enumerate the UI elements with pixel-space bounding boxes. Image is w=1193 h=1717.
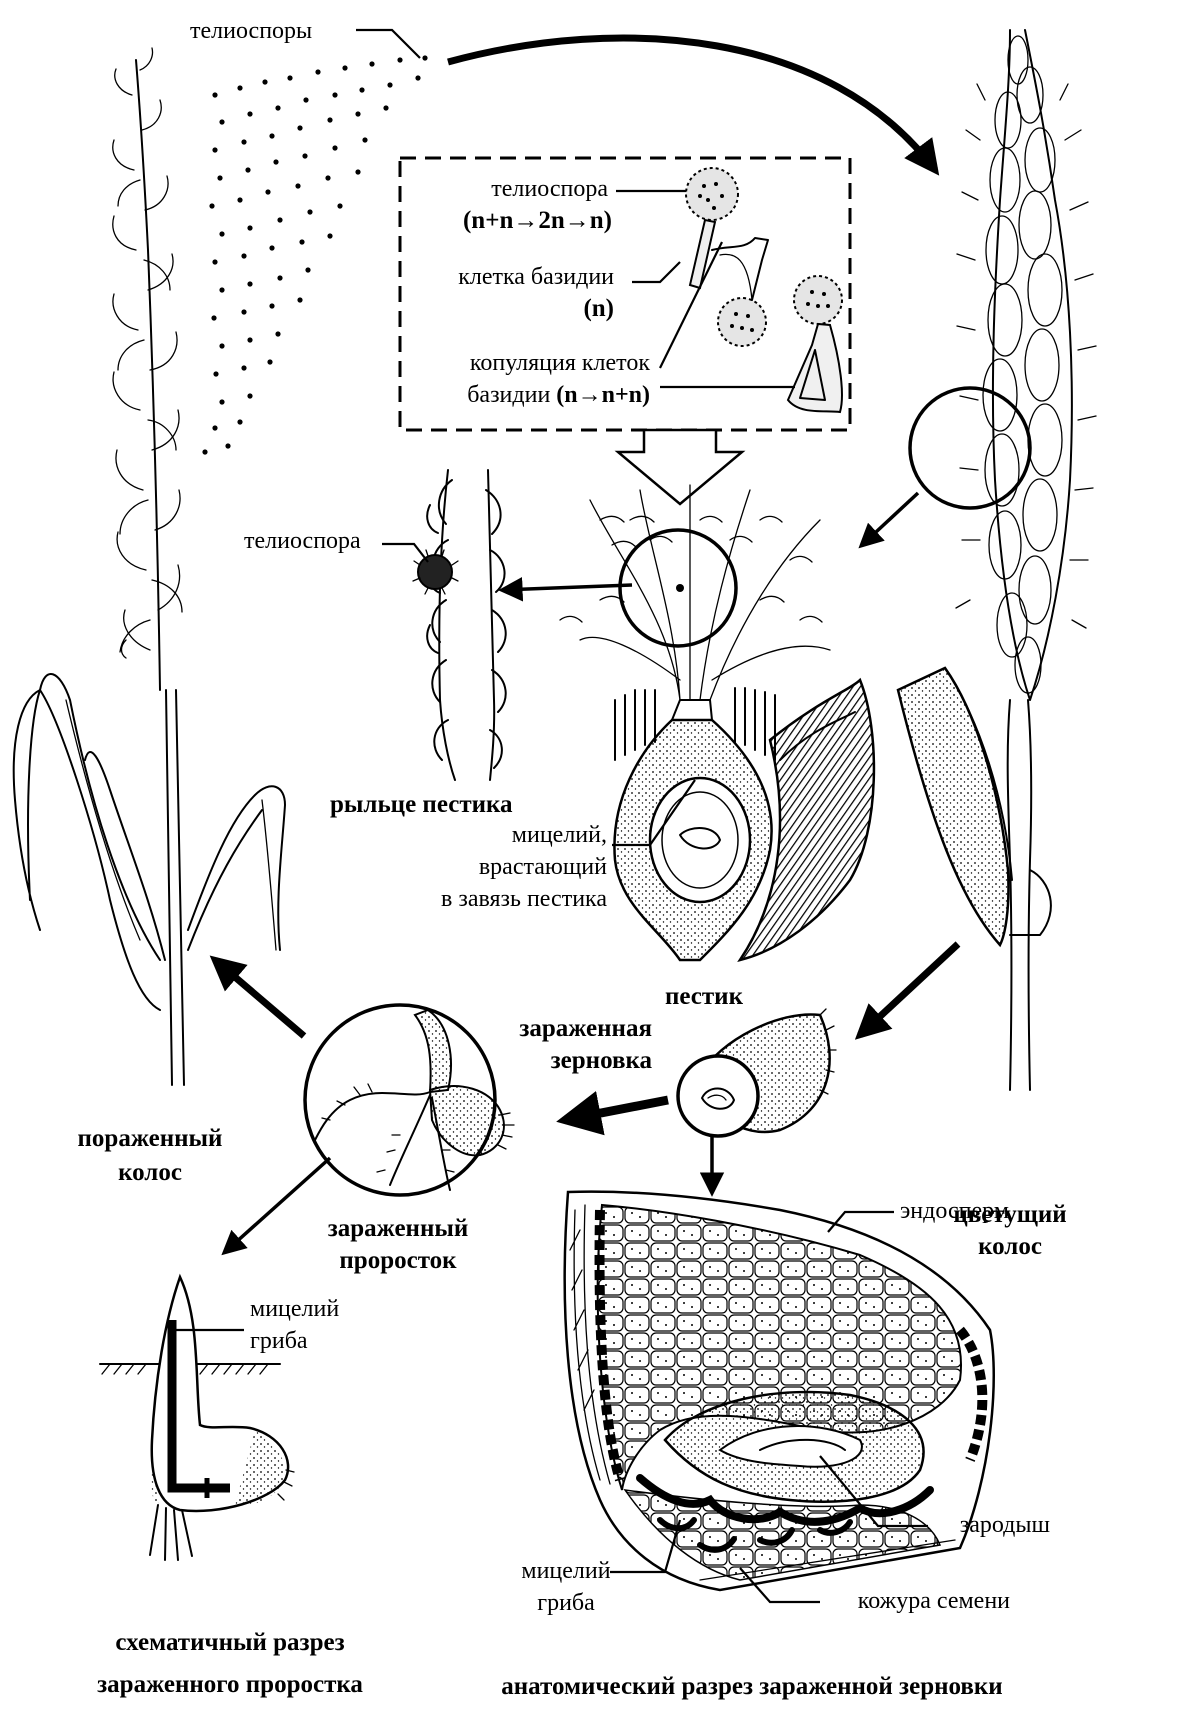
- affected-ear-plant: [14, 48, 285, 1085]
- ear-to-pistil-arrow: [862, 493, 918, 545]
- germination-inset: телиоспора (n+n→2n→n) клетка базидии (n)…: [400, 158, 850, 430]
- embryo-label: зародыш: [960, 1512, 1051, 1538]
- flowering-ear-zoom-circle: [910, 388, 1030, 508]
- grain-section-label: анатомический разрез зараженной зерновки: [501, 1673, 1002, 1700]
- seedling-section-label-line2: зараженного проростка: [97, 1671, 363, 1698]
- stigma-teliospore-leader: [382, 544, 428, 562]
- seedling-section-label-line1: схематичный разрез: [115, 1629, 344, 1656]
- seed-coat-label: кожура семени: [858, 1588, 1010, 1614]
- infected-grain-label-line2: зерновка: [551, 1047, 653, 1074]
- pistil-label: пестик: [665, 983, 744, 1010]
- inset-teliospore-label: телиоспора: [491, 176, 608, 202]
- copulation-label-line2: базидии (n→n+n): [467, 382, 650, 408]
- affected-ear-label-line2: колос: [118, 1159, 182, 1186]
- stigma-teliospore-dot: [418, 555, 452, 589]
- copulation-label-text: базидии: [467, 382, 550, 408]
- copulation-label-line1: копуляция клеток: [470, 350, 650, 376]
- affected-ear-label-line1: пораженный: [78, 1125, 223, 1152]
- mycelium-ovary-line2: врастающий: [479, 854, 607, 880]
- mycelium-grain-line2: гриба: [537, 1590, 595, 1616]
- endosperm-label: эндосперм: [900, 1198, 1009, 1224]
- infected-grain-label-line1: зараженная: [519, 1015, 652, 1042]
- stigma-teliospore-label: телиоспора: [244, 528, 361, 554]
- basidium-cell-ploidy: (n): [583, 295, 614, 322]
- pistil-to-stigma-arrow: [503, 585, 632, 590]
- mycelium-ovary-line3: в завязь пестика: [441, 886, 607, 912]
- basidium-cell-label: клетка базидии: [458, 264, 614, 290]
- grain-to-seedling-arrow: [565, 1100, 668, 1120]
- mycelium-grain-line1: мицелий: [521, 1558, 610, 1584]
- flowering-ear-plant: [898, 30, 1096, 1090]
- grain-zoom-circle: [678, 1056, 758, 1136]
- seedling-to-plant-arrow: [215, 960, 304, 1036]
- cycle-arrow-top: [448, 38, 935, 170]
- inset-to-pistil-arrow: [618, 430, 742, 504]
- infected-seedling-label-line1: зараженный: [328, 1215, 469, 1242]
- inset-teliospore-formula: (n+n→2n→n): [463, 207, 612, 234]
- teliospores-leader: [356, 30, 420, 58]
- mycelium-seedling-line2: гриба: [250, 1328, 308, 1354]
- seedling-to-section-arrow: [225, 1158, 330, 1252]
- flowering-ear-label-line2: колос: [978, 1233, 1042, 1260]
- copulation-label-formula: (n→n+n): [556, 382, 650, 408]
- mycelium-seedling-line1: мицелий: [250, 1296, 339, 1322]
- ear-to-grain-arrow: [860, 944, 958, 1035]
- infected-grain-drawing: [678, 1009, 836, 1136]
- infected-seedling-drawing: [305, 1005, 514, 1195]
- teliospores-label: телиоспоры: [190, 18, 312, 44]
- stigma-drawing: [413, 470, 506, 780]
- mycelium-ovary-line1: мицелий,: [512, 822, 607, 848]
- stigma-label: рыльце пестика: [330, 791, 513, 818]
- teliospore-cloud: [202, 55, 427, 454]
- grain-section-drawing: [565, 1192, 994, 1590]
- infected-seedling-label-line2: проросток: [339, 1247, 457, 1274]
- pistil-drawing: [560, 485, 874, 960]
